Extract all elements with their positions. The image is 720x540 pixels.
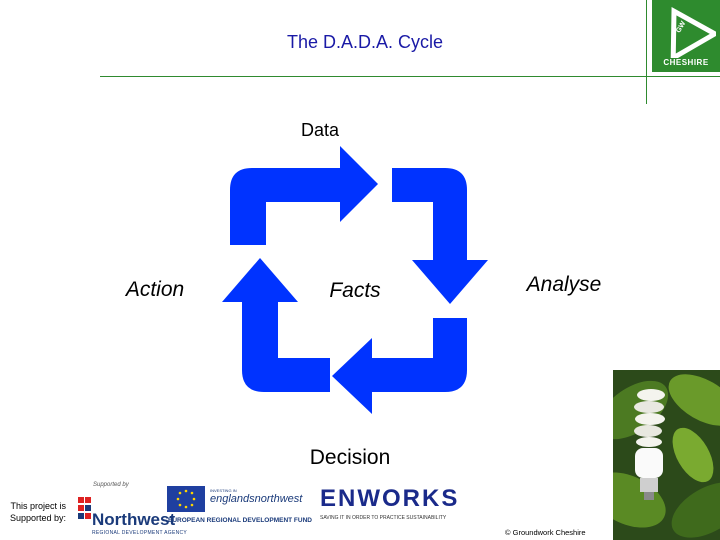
action-label: Action: [125, 278, 185, 301]
supported-by-caption: Supported by: [93, 482, 129, 488]
erdf-investing-text: INVESTING IN: [210, 488, 237, 493]
arrow-right: [392, 168, 488, 304]
copyright-notice: © Groundwork Cheshire: [505, 528, 586, 537]
project-note: This project is Supported by:: [9, 501, 66, 523]
cycle-diagram: [222, 146, 488, 414]
arrow-bottom: [332, 318, 467, 414]
svg-text:GW: GW: [675, 20, 687, 34]
decision-label: Decision: [309, 446, 391, 469]
arrow-left: [222, 258, 330, 392]
northwest-logo-icon: [78, 497, 91, 519]
eu-flag-icon: [167, 486, 205, 512]
northwest-name: Northwest: [92, 510, 176, 529]
logo-wordmark: CHESHIRE: [663, 58, 709, 67]
data-label: Data: [300, 120, 340, 140]
arrow-top: [230, 146, 378, 245]
facts-label: Facts: [329, 279, 381, 302]
cycle-arrows: [222, 146, 488, 414]
enworks-tagline: SAVING IT IN ORDER TO PRACTICE SUSTAINAB…: [320, 515, 447, 521]
energy-bulb-photo: [613, 370, 720, 540]
logo-divider: [646, 0, 647, 104]
header-divider: [100, 76, 720, 77]
enworks-logo: ENWORKS: [320, 485, 460, 512]
slide-title: The D.A.D.A. Cycle: [286, 32, 444, 52]
erdf-fund-name: EUROPEAN REGIONAL DEVELOPMENT FUND: [168, 517, 312, 524]
cfl-bulb-icon: [634, 389, 665, 500]
groundwork-logo-icon: GW: [670, 7, 716, 58]
northwest-tagline: REGIONAL DEVELOPMENT AGENCY: [92, 530, 188, 536]
analyse-label: Analyse: [526, 273, 602, 296]
englandsnorthwest-brand: englandsnorthwest: [210, 493, 303, 505]
